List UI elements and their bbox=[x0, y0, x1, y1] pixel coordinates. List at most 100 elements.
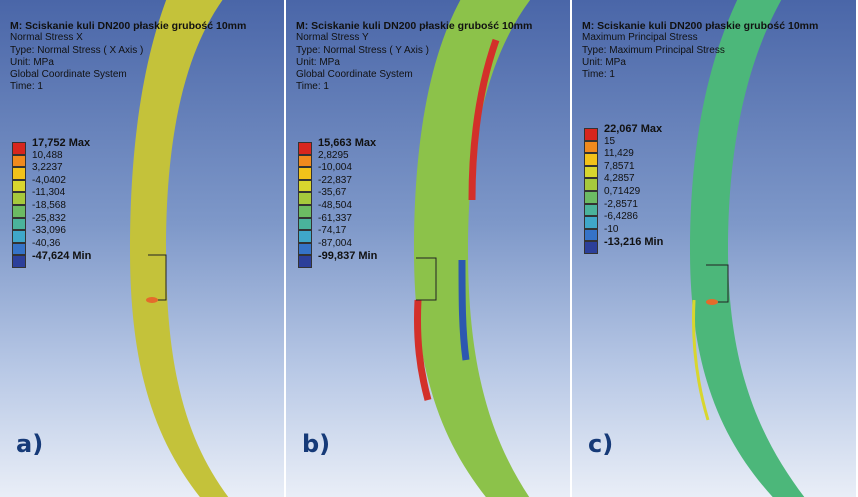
panel-label: a) bbox=[16, 430, 44, 458]
legend-swatch bbox=[298, 204, 312, 218]
stress-band-red bbox=[468, 38, 500, 201]
legend-label: -47,624 Min bbox=[32, 250, 92, 263]
panel-label: c) bbox=[588, 430, 614, 458]
result-name: Normal Stress Y bbox=[296, 32, 369, 44]
legend-label: -22,837 bbox=[318, 174, 352, 186]
stress-band-yellow bbox=[692, 299, 710, 421]
result-name: Normal Stress X bbox=[10, 32, 83, 44]
info-block-b: M: Sciskanie kuli DN200 płaskie grubość … bbox=[296, 20, 532, 94]
legend-swatch bbox=[12, 142, 26, 155]
result-unit: Unit: MPa bbox=[582, 56, 626, 68]
legend-swatch bbox=[584, 140, 598, 154]
legend-swatch bbox=[584, 190, 598, 204]
info-block-a: M: Sciskanie kuli DN200 płaskie grubość … bbox=[10, 20, 246, 94]
legend-swatch bbox=[298, 154, 312, 168]
time-step: Time: 1 bbox=[296, 81, 329, 93]
legend-label: 15 bbox=[604, 135, 616, 147]
legend-swatch bbox=[584, 153, 598, 166]
legend-swatch bbox=[584, 203, 598, 217]
legend-swatch bbox=[298, 242, 312, 256]
legend-label: -87,004 bbox=[318, 237, 352, 249]
legend-swatch bbox=[584, 165, 598, 179]
legend-label: 3,2237 bbox=[32, 162, 63, 174]
weld-outline bbox=[416, 257, 437, 301]
legend-label: -4,0402 bbox=[32, 174, 66, 186]
legend-label: 7,8571 bbox=[604, 160, 635, 172]
legend-swatch bbox=[12, 255, 26, 268]
legend-label: -35,67 bbox=[318, 187, 347, 199]
time-step: Time: 1 bbox=[10, 81, 43, 93]
panel-b: M: Sciskanie kuli DN200 płaskie grubość … bbox=[286, 0, 570, 497]
ring-shape bbox=[690, 0, 805, 497]
legend-swatch bbox=[12, 154, 26, 168]
legend-swatch bbox=[298, 255, 312, 268]
legend-label: -25,832 bbox=[32, 212, 66, 224]
result-name: Maximum Principal Stress bbox=[582, 32, 698, 44]
legend-swatch bbox=[12, 242, 26, 256]
coordinate-system: Global Coordinate System bbox=[10, 69, 127, 81]
legend-label: 15,663 Max bbox=[318, 137, 377, 149]
result-unit: Unit: MPa bbox=[10, 56, 54, 68]
legend-label: -99,837 Min bbox=[318, 250, 378, 263]
legend-label: 4,2857 bbox=[604, 173, 635, 185]
panel-c: M: Sciskanie kuli DN200 płaskie grubość … bbox=[572, 0, 856, 497]
legend-swatch bbox=[12, 167, 26, 180]
legend-swatch bbox=[12, 204, 26, 218]
legend-label: -74,17 bbox=[318, 225, 347, 237]
legend-swatch bbox=[584, 128, 598, 141]
legend-swatch bbox=[584, 228, 598, 242]
model-title: M: Sciskanie kuli DN200 płaskie grubość … bbox=[582, 20, 819, 32]
coordinate-system: Global Coordinate System bbox=[296, 69, 413, 81]
legend-label: 2,8295 bbox=[318, 149, 349, 161]
panel-label: b) bbox=[302, 430, 331, 458]
legend-label: -10 bbox=[604, 223, 619, 235]
legend-swatch bbox=[12, 179, 26, 193]
legend-swatch bbox=[584, 216, 598, 229]
legend-label: 22,067 Max bbox=[604, 123, 663, 135]
legend-label: -10,004 bbox=[318, 162, 352, 174]
legend-label: 11,429 bbox=[604, 148, 634, 160]
result-type: Type: Normal Stress ( X Axis ) bbox=[10, 44, 144, 56]
legend-swatch bbox=[298, 192, 312, 205]
result-unit: Unit: MPa bbox=[296, 56, 340, 68]
legend-label: -33,096 bbox=[32, 225, 66, 237]
ring-shape bbox=[414, 0, 531, 497]
hotspot bbox=[146, 297, 158, 303]
legend-swatch bbox=[298, 217, 312, 231]
ring-contour-c bbox=[690, 0, 805, 497]
ring-shape bbox=[130, 0, 229, 497]
model-title: M: Sciskanie kuli DN200 płaskie grubość … bbox=[10, 20, 247, 32]
legend-swatch bbox=[298, 179, 312, 193]
legend-label: -61,337 bbox=[318, 212, 352, 224]
ring-contour-a bbox=[130, 0, 229, 497]
legend-swatch bbox=[12, 230, 26, 243]
legend-swatch bbox=[298, 230, 312, 243]
legend-label: -13,216 Min bbox=[604, 236, 664, 249]
legend-label: 0,71429 bbox=[604, 185, 641, 197]
info-block-c: M: Sciskanie kuli DN200 płaskie grubość … bbox=[582, 20, 818, 81]
ring-contour-b bbox=[413, 0, 531, 497]
panel-a: M: Sciskanie kuli DN200 płaskie grubość … bbox=[0, 0, 284, 497]
result-type: Type: Maximum Principal Stress bbox=[582, 44, 725, 56]
legend-label: 10,488 bbox=[32, 149, 63, 161]
legend-swatch bbox=[298, 142, 312, 155]
legend-swatch bbox=[584, 241, 598, 254]
stress-band-red bbox=[413, 299, 432, 401]
stress-band-blue bbox=[458, 259, 470, 361]
model-title: M: Sciskanie kuli DN200 płaskie grubość … bbox=[296, 20, 533, 32]
legend-swatch bbox=[12, 192, 26, 205]
legend-label: 17,752 Max bbox=[32, 137, 91, 149]
legend-label: -6,4286 bbox=[604, 211, 638, 223]
legend-swatch bbox=[584, 178, 598, 191]
time-step: Time: 1 bbox=[582, 69, 615, 81]
legend-swatch bbox=[12, 217, 26, 231]
legend-label: -18,568 bbox=[32, 199, 66, 211]
legend-label: -2,8571 bbox=[604, 198, 638, 210]
result-type: Type: Normal Stress ( Y Axis ) bbox=[296, 44, 430, 56]
legend-swatch bbox=[298, 167, 312, 180]
hotspot bbox=[706, 299, 718, 305]
legend-label: -11,304 bbox=[32, 187, 66, 199]
legend-label: -40,36 bbox=[32, 237, 61, 249]
legend-label: -48,504 bbox=[318, 199, 352, 211]
